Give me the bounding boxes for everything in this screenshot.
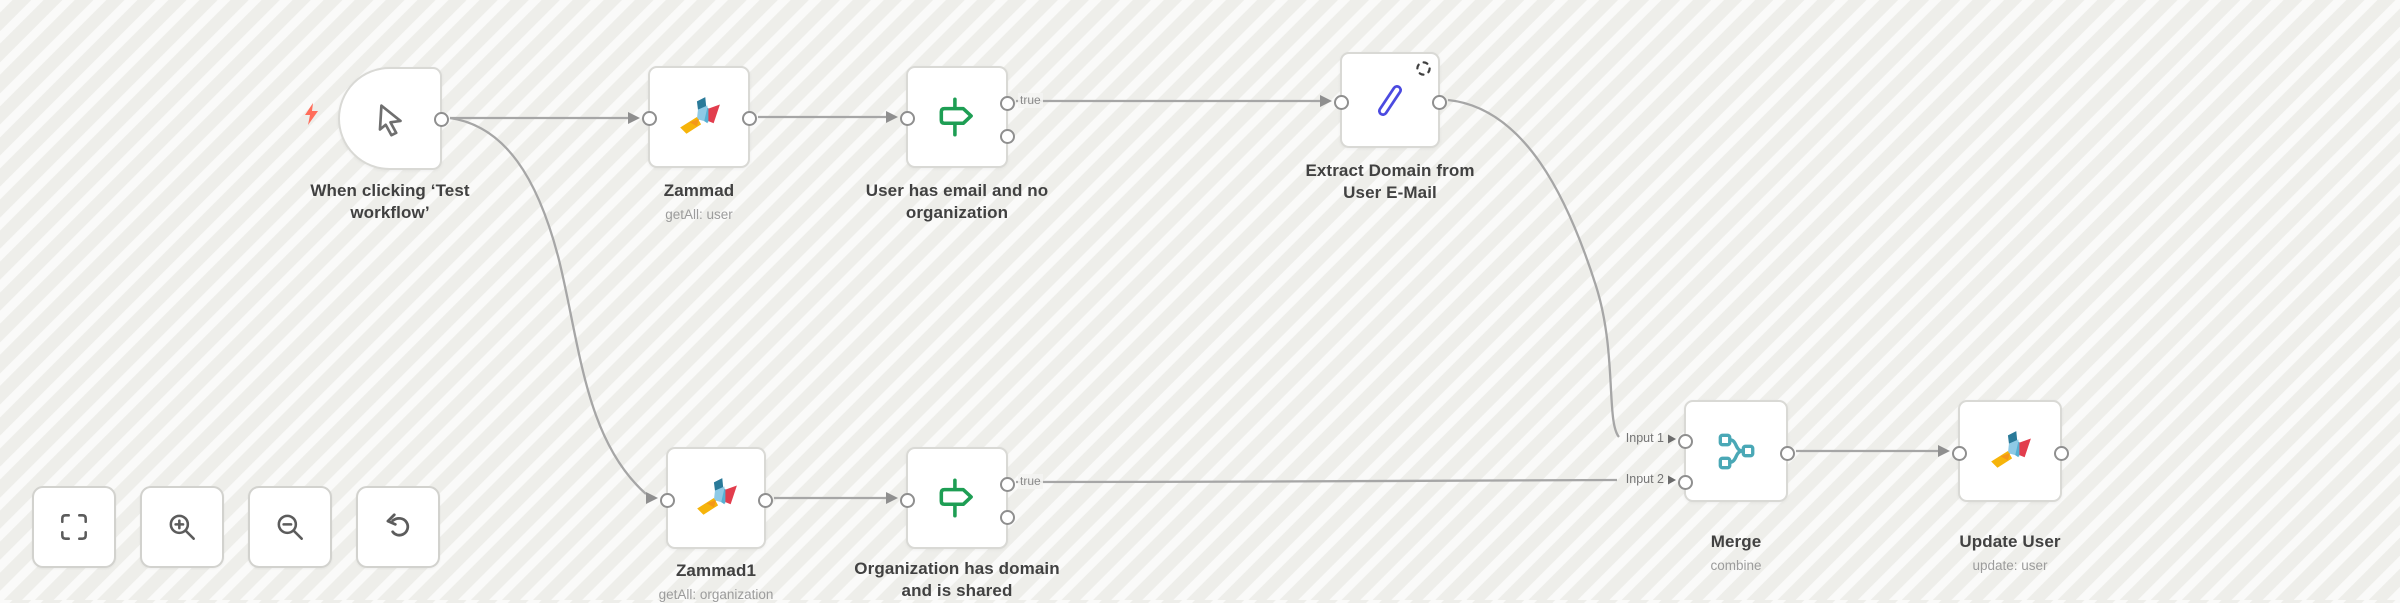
output-port[interactable] (757, 492, 773, 508)
node-label-zammad1: Zammad1 getAll: organization (616, 560, 816, 603)
node-extract-domain[interactable] (1333, 52, 1447, 148)
fit-view-icon (61, 514, 87, 540)
connection-arrowheads (628, 95, 1950, 504)
merge-input2-label: Input 2 (1625, 472, 1664, 486)
canvas-controls (32, 486, 440, 568)
zoom-out-icon (277, 514, 303, 540)
input-port-2[interactable] (1677, 474, 1693, 490)
node-label-zammad: Zammad getAll: user (619, 180, 779, 223)
output-port-true[interactable] (999, 95, 1015, 111)
node-title: When clicking ‘Test workflow’ (310, 181, 470, 222)
cursor-icon (378, 103, 402, 137)
pencil-icon (1378, 85, 1402, 116)
input-port[interactable] (899, 111, 915, 126)
merge-input1-label: Input 1 (1625, 431, 1664, 445)
node-subtitle: getAll: organization (658, 587, 774, 602)
edge-label-true-lower: true (1018, 474, 1043, 489)
node-subtitle: getAll: user (665, 207, 733, 222)
node-label-filter-org: Organization has domain and is shared (837, 558, 1077, 602)
node-title: Merge (1710, 532, 1762, 551)
zoom-out-button[interactable] (248, 486, 332, 568)
output-port[interactable] (2053, 445, 2069, 461)
node-filter-org[interactable] (899, 447, 1015, 549)
node-title: User has email and no organization (865, 181, 1049, 222)
input-port[interactable] (659, 492, 675, 508)
node-title: Update User (1959, 532, 2061, 551)
fit-view-button[interactable] (32, 486, 116, 568)
node-manual-trigger[interactable] (338, 67, 449, 170)
node-update-user[interactable] (1951, 400, 2069, 502)
connection-trigger-zammad1[interactable] (449, 116, 647, 495)
input-port[interactable] (641, 111, 657, 126)
output-port[interactable] (1431, 94, 1447, 110)
node-label-extract-domain: Extract Domain from User E-Mail (1285, 160, 1495, 204)
node-merge[interactable] (1677, 400, 1795, 502)
zammad-icon (697, 478, 737, 515)
lightning-bolt-icon (305, 103, 318, 125)
output-port-false[interactable] (999, 509, 1015, 525)
node-label-manual-trigger: When clicking ‘Test workflow’ (290, 180, 490, 224)
input-port[interactable] (1333, 94, 1349, 110)
node-title: Zammad1 (675, 561, 757, 580)
undo-button[interactable] (356, 486, 440, 568)
edge-label-true-upper: true (1018, 93, 1043, 108)
input-port[interactable] (899, 492, 915, 508)
merge-icon (1718, 433, 1755, 470)
zoom-in-button[interactable] (140, 486, 224, 568)
if-icon (939, 97, 973, 137)
input-port[interactable] (1951, 445, 1967, 461)
output-port[interactable] (741, 111, 757, 126)
zammad-icon (680, 97, 720, 134)
output-port-true[interactable] (999, 476, 1015, 492)
zoom-in-icon (169, 514, 195, 540)
node-zammad1[interactable] (659, 447, 773, 549)
input-port-1[interactable] (1677, 433, 1693, 449)
node-zammad[interactable] (641, 66, 757, 168)
output-port[interactable] (433, 112, 449, 127)
connection-extract-merge[interactable] (1447, 98, 1620, 438)
zammad-icon (1991, 431, 2031, 468)
node-filter-user[interactable] (899, 66, 1015, 168)
node-title: Extract Domain from User E-Mail (1305, 161, 1475, 202)
undo-icon (386, 513, 410, 537)
node-title: Organization has domain and is shared (854, 559, 1060, 600)
output-port[interactable] (1779, 445, 1795, 461)
node-label-merge: Merge combine (1656, 531, 1816, 574)
node-label-filter-user: User has email and no organization (847, 180, 1067, 224)
node-subtitle: update: user (1972, 558, 2048, 573)
merge-input-caret-icons (1668, 434, 1676, 485)
loop-status-icon (1416, 61, 1431, 76)
output-port-false[interactable] (999, 128, 1015, 144)
node-subtitle: combine (1710, 558, 1762, 573)
node-label-update-user: Update User update: user (1920, 531, 2100, 574)
if-icon (939, 478, 973, 518)
connection-filterorg-merge[interactable] (1015, 478, 1618, 484)
node-title: Zammad (663, 181, 735, 200)
